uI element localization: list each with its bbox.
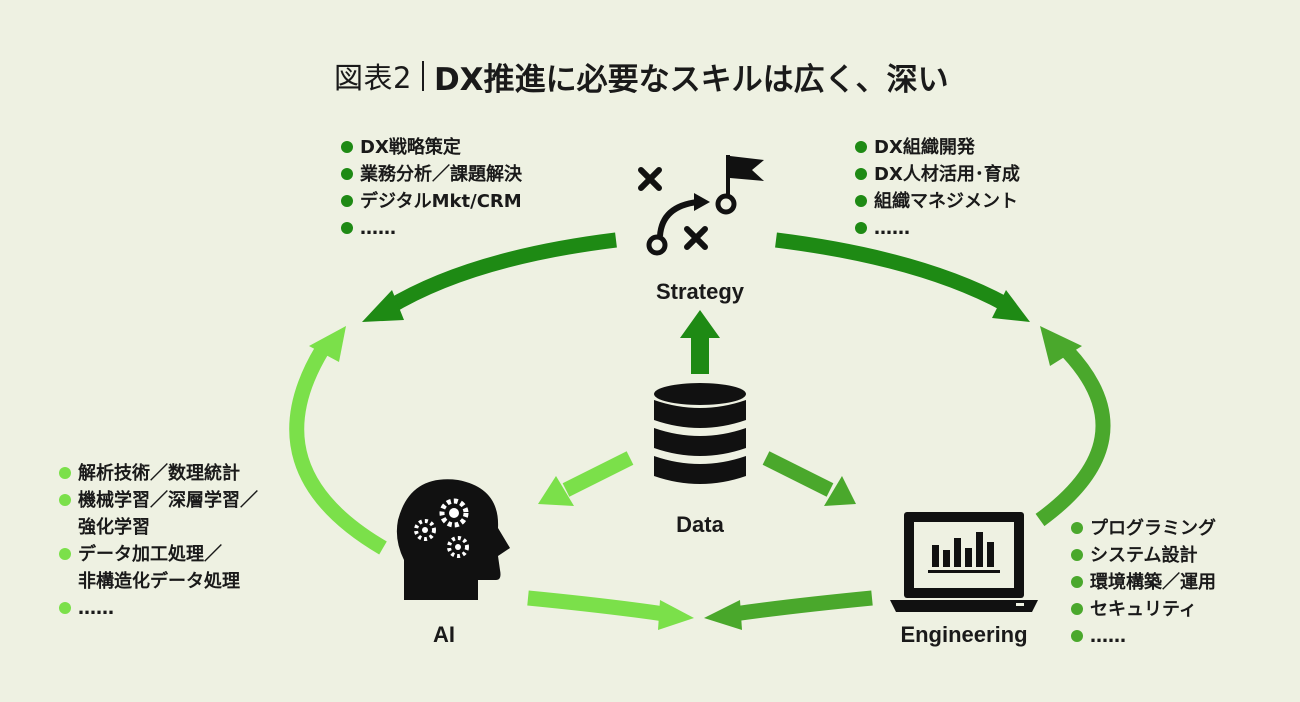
strategy-playbook-icon — [638, 155, 764, 256]
list-item: 解析技術／数理統計 — [58, 460, 258, 487]
list-item: 環境構築／運用 — [1070, 569, 1216, 596]
list-item: …… — [1070, 623, 1216, 650]
list-item: データ加工処理／ — [58, 541, 258, 568]
bullet-dot — [855, 141, 867, 153]
arrowhead-strategy-to-engineering — [992, 290, 1030, 322]
bullet-dot — [1071, 522, 1083, 534]
arrow-engineering-to-center — [732, 590, 873, 622]
strategy-skill-list: DX戦略策定 業務分析／課題解決 デジタルMkt/CRM …… — [340, 134, 522, 242]
bullet-dot — [1071, 603, 1083, 615]
ai-head-gears-icon — [396, 479, 510, 600]
list-item: …… — [854, 215, 1020, 242]
arrow-ai-to-center — [527, 590, 666, 622]
bullet-dot — [59, 467, 71, 479]
arrow-ai-to-strategy — [289, 346, 387, 555]
arrow-engineering-to-strategy — [1035, 346, 1111, 527]
ai-label: AI — [433, 622, 455, 647]
database-icon — [654, 383, 746, 484]
organization-skill-list: DX組織開発 DX人材活用･育成 組織マネジメント …… — [854, 134, 1020, 242]
bullet-dot — [1071, 630, 1083, 642]
engineering-skill-list: プログラミング システム設計 環境構築／運用 セキュリティ …… — [1070, 515, 1216, 650]
arrow-data-to-ai — [562, 451, 634, 497]
bullet-dot — [59, 494, 71, 506]
bullet-dot — [341, 141, 353, 153]
arrow-strategy-to-engineering — [775, 232, 1009, 311]
bullet-dot — [855, 222, 867, 234]
bullet-dot — [341, 168, 353, 180]
bullet-dot — [1071, 549, 1083, 561]
list-item: デジタルMkt/CRM — [340, 188, 522, 215]
arrowhead-engineering-to-strategy — [1040, 326, 1082, 366]
laptop-chart-icon — [890, 512, 1038, 612]
ai-skill-list: 解析技術／数理統計 機械学習／深層学習／ 強化学習 データ加工処理／ 非構造化デ… — [58, 460, 258, 622]
list-item: DX戦略策定 — [340, 134, 522, 161]
list-item: …… — [58, 595, 258, 622]
arrow-data-to-strategy — [691, 334, 709, 374]
engineering-label: Engineering — [900, 622, 1028, 647]
page-title: 図表2 DX推進に必要なスキルは広く、深い — [334, 52, 949, 100]
list-item: 機械学習／深層学習／ — [58, 487, 258, 514]
arrowhead-data-to-ai — [538, 476, 574, 506]
bullet-dot — [341, 222, 353, 234]
list-item: システム設計 — [1070, 542, 1216, 569]
arrowhead-data-to-engineering — [824, 476, 856, 506]
arrow-data-to-engineering — [762, 451, 834, 497]
list-item: …… — [340, 215, 522, 242]
title-prefix: 図表2 — [334, 61, 412, 95]
arrowhead-strategy-to-ai — [362, 290, 404, 322]
data-label: Data — [676, 512, 724, 537]
list-item: DX組織開発 — [854, 134, 1020, 161]
strategy-label: Strategy — [655, 279, 745, 304]
arrowhead-engineering-to-center — [704, 600, 742, 630]
bullet-dot — [59, 548, 71, 560]
list-item: プログラミング — [1070, 515, 1216, 542]
list-item: DX人材活用･育成 — [854, 161, 1020, 188]
arrow-strategy-to-ai — [384, 232, 617, 315]
arrowhead-data-to-strategy — [680, 310, 720, 338]
list-item: 組織マネジメント — [854, 188, 1020, 215]
bullet-dot — [1071, 576, 1083, 588]
list-item-continuation: 強化学習 — [78, 517, 150, 538]
list-item-continuation: 非構造化データ処理 — [78, 571, 240, 592]
bullet-dot — [855, 195, 867, 207]
title-divider — [421, 61, 424, 91]
bullet-dot — [855, 168, 867, 180]
arrowhead-ai-to-center — [658, 600, 694, 630]
list-item: セキュリティ — [1070, 596, 1216, 623]
title-main: DX推進に必要なスキルは広く、深い — [433, 61, 949, 98]
bullet-dot — [59, 602, 71, 614]
bullet-dot — [341, 195, 353, 207]
list-item: 業務分析／課題解決 — [340, 161, 522, 188]
arrowhead-ai-to-strategy — [309, 326, 346, 362]
